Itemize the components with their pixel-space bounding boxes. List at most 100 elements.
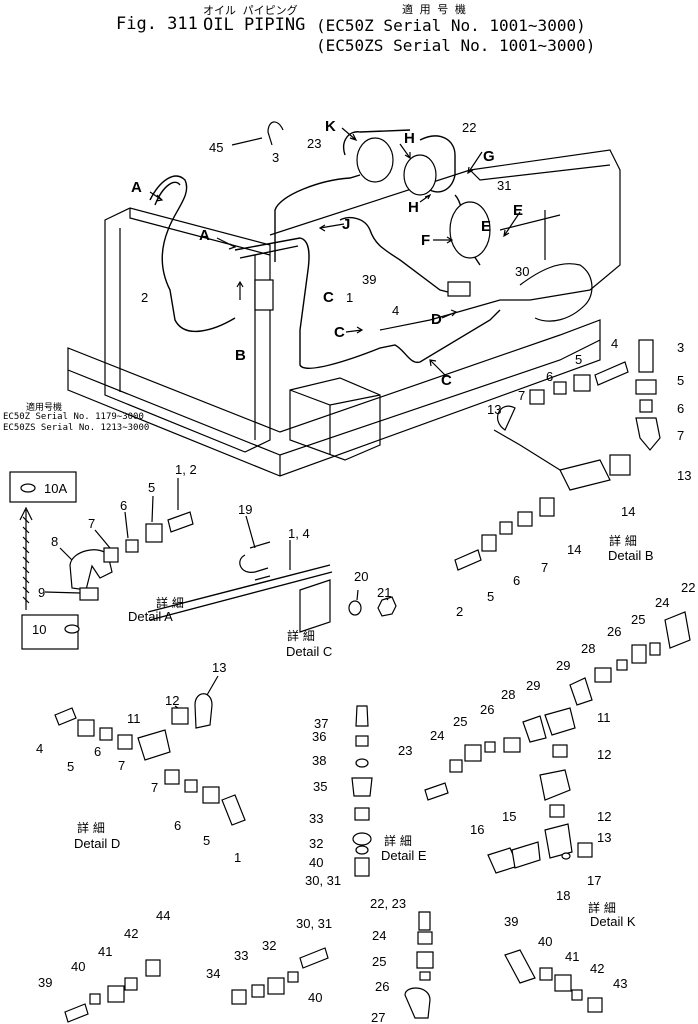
callout-a-1: A [131, 179, 142, 196]
detail-a-parts [44, 478, 194, 601]
detail-b-part-5b: 5 [575, 352, 582, 367]
detail-b-part-4: 4 [611, 336, 618, 351]
detail-a-label: Detail A [128, 609, 173, 624]
detail-b-part-14b: 14 [567, 542, 581, 557]
detail-k-label: Detail K [590, 914, 636, 929]
bottom2-part-40: 40 [308, 990, 322, 1005]
detail-e-part-37: 37 [314, 716, 328, 731]
detail-d-part-7a: 7 [118, 758, 125, 773]
callout-a-2: A [199, 227, 210, 244]
detail-c-parts [147, 515, 397, 633]
bottom4-part-41: 41 [565, 949, 579, 964]
detail-d-part-6b: 6 [174, 818, 181, 833]
detail-k-jp: 詳 細 [588, 900, 616, 915]
bottom4-part-43: 43 [613, 976, 627, 991]
bottom2-part-33: 33 [234, 948, 248, 963]
bottom4-part-40: 40 [538, 934, 552, 949]
bottom2-part-32: 32 [262, 938, 276, 953]
bottom1-part-41: 41 [98, 944, 112, 959]
detail-b-part-6c: 6 [513, 573, 520, 588]
serial-range-ec50zs: (EC50ZS Serial No. 1001∼3000) [316, 36, 596, 55]
detail-k-part-26b: 26 [480, 702, 494, 717]
detail-a-part-6: 9 [38, 585, 45, 600]
bottom1-part-42: 42 [124, 926, 138, 941]
detail-b-parts [454, 339, 661, 571]
detail-k-part-13: 13 [597, 830, 611, 845]
bottom-detail-2-parts [231, 947, 329, 1005]
bottom-detail-1-parts [64, 959, 161, 1023]
figure-title: OIL PIPING [203, 15, 306, 35]
detail-a-part-2: 5 [148, 480, 155, 495]
detail-d-part-1: 1 [234, 850, 241, 865]
callout-e-1: E [481, 218, 491, 235]
detail-c-part-19: 19 [238, 502, 252, 517]
callout-f: F [421, 232, 430, 249]
detail-e-part-30-31: 30, 31 [305, 873, 341, 888]
detail-k-part-17: 17 [587, 873, 601, 888]
detail-a-jp: 詳 細 [156, 595, 184, 610]
detail-e-part-35: 35 [313, 779, 327, 794]
part-10: 10 [32, 622, 46, 637]
callout-b: B [235, 347, 246, 364]
detail-b-part-6b: 6 [546, 369, 553, 384]
detail-e-part-33: 33 [309, 811, 323, 826]
bottom3-part-25: 25 [372, 954, 386, 969]
label-22: 22 [462, 120, 476, 135]
detail-k-part-11: 11 [597, 710, 611, 725]
detail-a-part-4: 7 [88, 516, 95, 531]
detail-k-part-23: 23 [398, 743, 412, 758]
label-3: 3 [272, 150, 279, 165]
detail-d-part-7b: 7 [151, 780, 158, 795]
detail-b-part-6: 6 [677, 401, 684, 416]
detail-k-parts [424, 611, 691, 874]
detail-e-part-40: 40 [309, 855, 323, 870]
main-assembly [67, 129, 621, 477]
bottom3-part-26: 26 [375, 979, 389, 994]
bottom3-part-27: 27 [371, 1010, 385, 1024]
detail-k-part-26: 26 [607, 624, 621, 639]
detail-e-part-38: 38 [312, 753, 326, 768]
label-31: 31 [497, 178, 511, 193]
detail-d-part-11: 11 [127, 711, 141, 726]
detail-b-part-5: 5 [677, 373, 684, 388]
detail-c-part-1-4: 1, 4 [288, 526, 310, 541]
detail-k-part-29a: 29 [556, 658, 570, 673]
detail-d-part-5a: 5 [67, 759, 74, 774]
callout-h-1: H [404, 130, 415, 147]
detail-d-part-5b: 5 [203, 833, 210, 848]
bottom3-part-22-23: 22, 23 [370, 896, 406, 911]
callout-e-2: E [513, 202, 523, 219]
bottom3-part-24: 24 [372, 928, 386, 943]
detail-d-part-6a: 6 [94, 744, 101, 759]
callout-c-3: C [441, 372, 452, 389]
label-23: 23 [307, 136, 321, 151]
figure-number: Fig. 311 [116, 14, 198, 34]
label-1: 1 [346, 290, 353, 305]
callout-arrows [149, 121, 521, 376]
label-4: 4 [392, 303, 399, 318]
side-note-serial1: EC50Z Serial No. 1179∼3000 [3, 412, 144, 422]
bottom2-part-34: 34 [206, 966, 220, 981]
detail-e-part-36: 36 [312, 729, 326, 744]
serial-range-ec50z: (EC50Z Serial No. 1001∼3000) [316, 16, 586, 35]
callout-k: K [325, 118, 336, 135]
detail-d-part-12: 12 [165, 693, 179, 708]
label-2: 2 [141, 290, 148, 305]
detail-b-part-14a: 14 [621, 504, 635, 519]
callout-c-2: C [334, 324, 345, 341]
detail-k-part-15: 15 [502, 809, 516, 824]
callout-j: J [342, 216, 350, 233]
bottom-detail-3-parts [404, 911, 434, 1019]
side-note-boxes [9, 471, 80, 650]
detail-k-part-24: 24 [655, 595, 669, 610]
detail-a-part-1: 1, 2 [175, 462, 197, 477]
detail-c-part-21: 21 [377, 585, 391, 600]
detail-k-part-24b: 24 [430, 728, 444, 743]
detail-k-part-28b: 28 [501, 687, 515, 702]
part-10a: 10A [44, 481, 67, 496]
detail-b-part-7c: 7 [541, 560, 548, 575]
detail-a-part-5: 8 [51, 534, 58, 549]
detail-e-part-32: 32 [309, 836, 323, 851]
label-30: 30 [515, 264, 529, 279]
